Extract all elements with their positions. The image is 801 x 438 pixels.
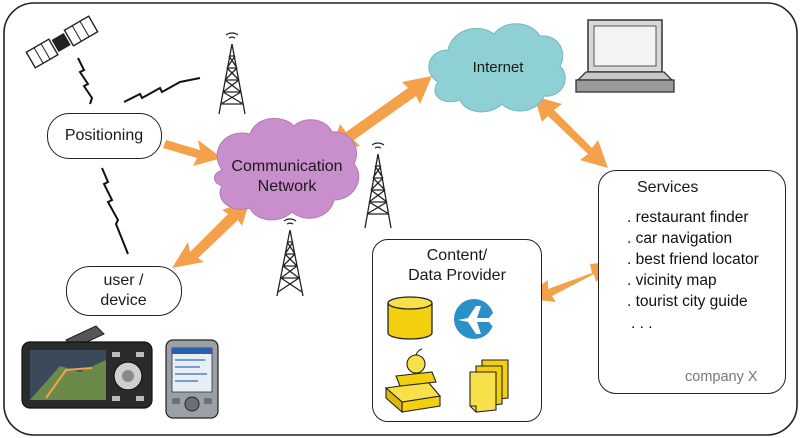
airplane-icon [454,299,496,339]
internet-label: Internet [472,59,524,76]
service-item: . vicinity map [627,272,717,289]
user-device-node: user / device [66,266,182,316]
content-provider-line1: Content/ [426,247,488,264]
services-node: Services . restaurant finder . car navig… [598,170,786,394]
communication-network-line2: Network [257,178,317,195]
service-item: . . . [631,315,653,332]
signal-bolt-icon [101,167,129,255]
user-device-label: user / device [67,271,180,311]
communication-network-label: Communication Network [222,157,352,197]
user-device-line2: device [100,292,147,309]
laptop-icon [575,19,675,93]
arrow-content-services [522,262,614,302]
positioning-node: Positioning [47,113,162,159]
radio-tower-icon [218,32,246,115]
arrow-internet-services [534,96,608,168]
satellite-icon [25,15,99,69]
user-device-line1: user / [103,272,144,289]
signal-bolt-icon [123,77,201,103]
content-provider-line2: Data Provider [408,267,506,284]
database-icon [387,296,433,340]
arrow-network-internet [330,76,432,152]
communication-network-line1: Communication [231,158,343,175]
documents-icon [469,359,509,413]
company-label: company X [685,369,758,385]
service-item: . tourist city guide [627,293,748,310]
gps-device-icon [21,325,153,409]
service-item: . best friend locator [627,251,759,268]
radio-tower-icon [364,142,392,229]
pda-icon [165,339,219,419]
services-title: Services [637,179,699,196]
books-icon [384,348,442,414]
radio-tower-icon [276,218,304,297]
signal-bolt-icon [77,57,94,105]
content-provider-label: Content/ Data Provider [373,246,541,286]
service-item: . car navigation [627,230,733,247]
arrow-positioning-to-network [163,140,222,166]
positioning-label: Positioning [64,127,144,144]
service-item: . restaurant finder [627,209,749,226]
arrow-device-network [172,200,250,268]
